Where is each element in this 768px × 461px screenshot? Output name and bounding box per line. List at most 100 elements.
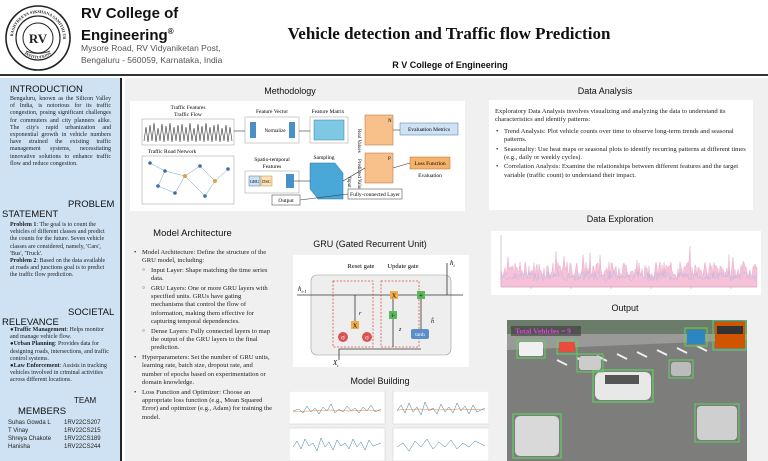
relevance-item-text: : Provides data for designing roads, int… [10,341,109,362]
label-real-values: Real Values [356,129,361,153]
data-analysis-item: Seasonality: Use heat maps or seasonal p… [495,146,747,163]
gru-multiply-op [390,291,398,299]
poster-subtitle: R V College of Engineering [392,60,508,70]
training-plot-panel [392,427,489,461]
label-evaluation-metrics: Evaluation Metrics [408,127,450,133]
poster-header: RASHTREEYA SIKSHANA SAMITHI TRUST INSTIT… [0,0,768,76]
gru-heading: GRU (Gated Recurrent Unit) [313,239,427,249]
traffic-flow-signal [143,122,233,143]
label-traffic-road-network: Traffic Road Network [148,148,197,155]
gru-sigma-label: σ [365,334,369,342]
main-panel: Methodology Traffic Features Traffic Flo… [125,78,768,461]
total-vehicles-overlay: Total Vehicles = 9 [515,327,571,336]
relevance-item-label: Traffic Management [13,327,67,333]
introduction-heading: INTRODUCTION [10,84,83,95]
relevance-item-text: : Helps monitor and manage vehicle flow. [10,327,105,341]
vehicle-car [694,403,740,443]
traffic-series-secondary [500,270,758,282]
label-output: Output [278,198,294,204]
output-heading: Output [611,303,639,313]
societal-heading: SOCIETAL [68,307,115,318]
gru-reset-gate-label: Reset gate [348,263,375,270]
gru-reset-multiply-op [351,321,359,329]
gru-times-label: X [392,294,397,300]
feature-vector-bar [250,122,256,138]
feature-vector-bar-normalized [289,122,295,138]
data-analysis-heading: Data Analysis [577,86,633,96]
vehicle-car [576,353,604,373]
model-architecture-item: Hyperparameters: Set the number of GRU u… [133,354,273,388]
gru-times-label: X [353,324,358,330]
evaluation-metrics-box [399,122,459,136]
gru-one-minus-op [389,311,397,319]
poster-title: Vehicle detection and Traffic flow Predi… [287,24,611,43]
label-fully-connected: Fully-connected Layer [350,192,400,198]
data-exploration-plot [491,231,761,295]
data-analysis-text: Exploratory Data Analysis involves visua… [495,108,747,181]
problem-statement-text: Problem 1: The goal is to count the vehi… [10,222,111,280]
relevance-item-text: : Assists in tracking vehicles involved … [10,363,107,384]
gru-r-t-label: r [359,311,362,317]
label-traffic-features: Traffic Features [171,104,206,111]
address-line1: Mysore Road, RV Vidyaniketan Post, [81,43,221,53]
training-plot-panel [289,427,386,461]
label-features: Features [263,164,282,170]
left-column: INTRODUCTION Bengaluru, known as the Sil… [0,78,122,461]
label-gru: GRU [250,179,260,184]
model-architecture-list: Model Architecture: Define the structure… [133,249,273,423]
label-p: P [388,157,391,162]
label-traffic-flow: Traffic Flow [174,111,202,118]
vehicle-car [512,413,562,459]
label-normalize: Normalize [264,129,286,134]
gru-one-minus-label: 1- [391,314,396,319]
gru-update-sigmoid [362,332,372,342]
gru-update-gate-region [380,280,420,348]
label-dsc: DSC [262,179,271,184]
model-architecture-subitem: Dense Layers: Fully connected layers to … [133,328,273,353]
introduction-text: Bengaluru, known as the Silicon Valley o… [10,96,111,167]
problem-2-label: Problem 2 [10,258,37,265]
relevance-list: ●Traffic Management: Helps monitor and m… [10,327,111,385]
gru-sigma-label: σ [341,334,345,342]
member-usn: 1RV22CS244 [64,444,101,450]
member-usn: 1RV22CS215 [64,428,101,434]
model-architecture-item: Model Architecture: Define the structure… [133,249,273,266]
member-name: Suhas Gowda L [8,420,51,426]
label-evaluation: Evaluation [418,173,442,179]
vehicle-bus [712,320,747,351]
model-architecture-item: Loss Function and Optimizer: Choose an a… [133,389,273,423]
model-architecture-heading: Model Architecture [153,228,232,239]
gru-x-t-label: Xt [332,359,339,367]
college-name-line2: Engineering [81,27,168,44]
vehicle-car [668,359,694,379]
label-spatio-temporal: Spatio-temporal [254,157,290,163]
label-input-data: Input Data [346,177,351,199]
training-plot-panel [289,391,386,425]
members-heading: MEMBERS [18,406,67,417]
seal-bottom-text: INSTITUTIONS [24,50,53,59]
label-sampling: Sampling [313,155,334,161]
member-row: T Vinay 1RV22CS215 [8,428,120,435]
gru-h-t-label: ht [450,259,456,268]
college-name-line1: RV College of [81,5,179,22]
gru-tanh-label: tanh [415,332,425,338]
road-network-highlight-nodes [183,174,217,183]
relevance-item: ●Traffic Management: Helps monitor and m… [10,327,105,341]
relevance-heading: RELEVANCE [2,317,59,328]
relevance-item: ●Law Enforcement: Assists in tracking ve… [10,363,107,384]
statement-heading: STATEMENT [2,209,59,220]
gru-z-t-label: z [398,327,402,333]
member-name: T Vinay [8,428,29,434]
member-name: Shreya Chakote [8,436,52,442]
gru-reset-sigmoid [338,332,348,342]
model-building-plots [289,391,489,461]
model-architecture-subitem: Input Layer: Shape matching the time ser… [133,267,273,284]
gru-cell-body [310,274,452,356]
road-network-box [141,155,235,205]
gru-h-tilde-label: h̃ [431,318,435,325]
vehicle-car [516,339,546,359]
label-n: N [388,119,392,124]
spatio-temporal-bar [286,174,294,188]
gru-update-gate-label: Update gate [387,263,418,270]
